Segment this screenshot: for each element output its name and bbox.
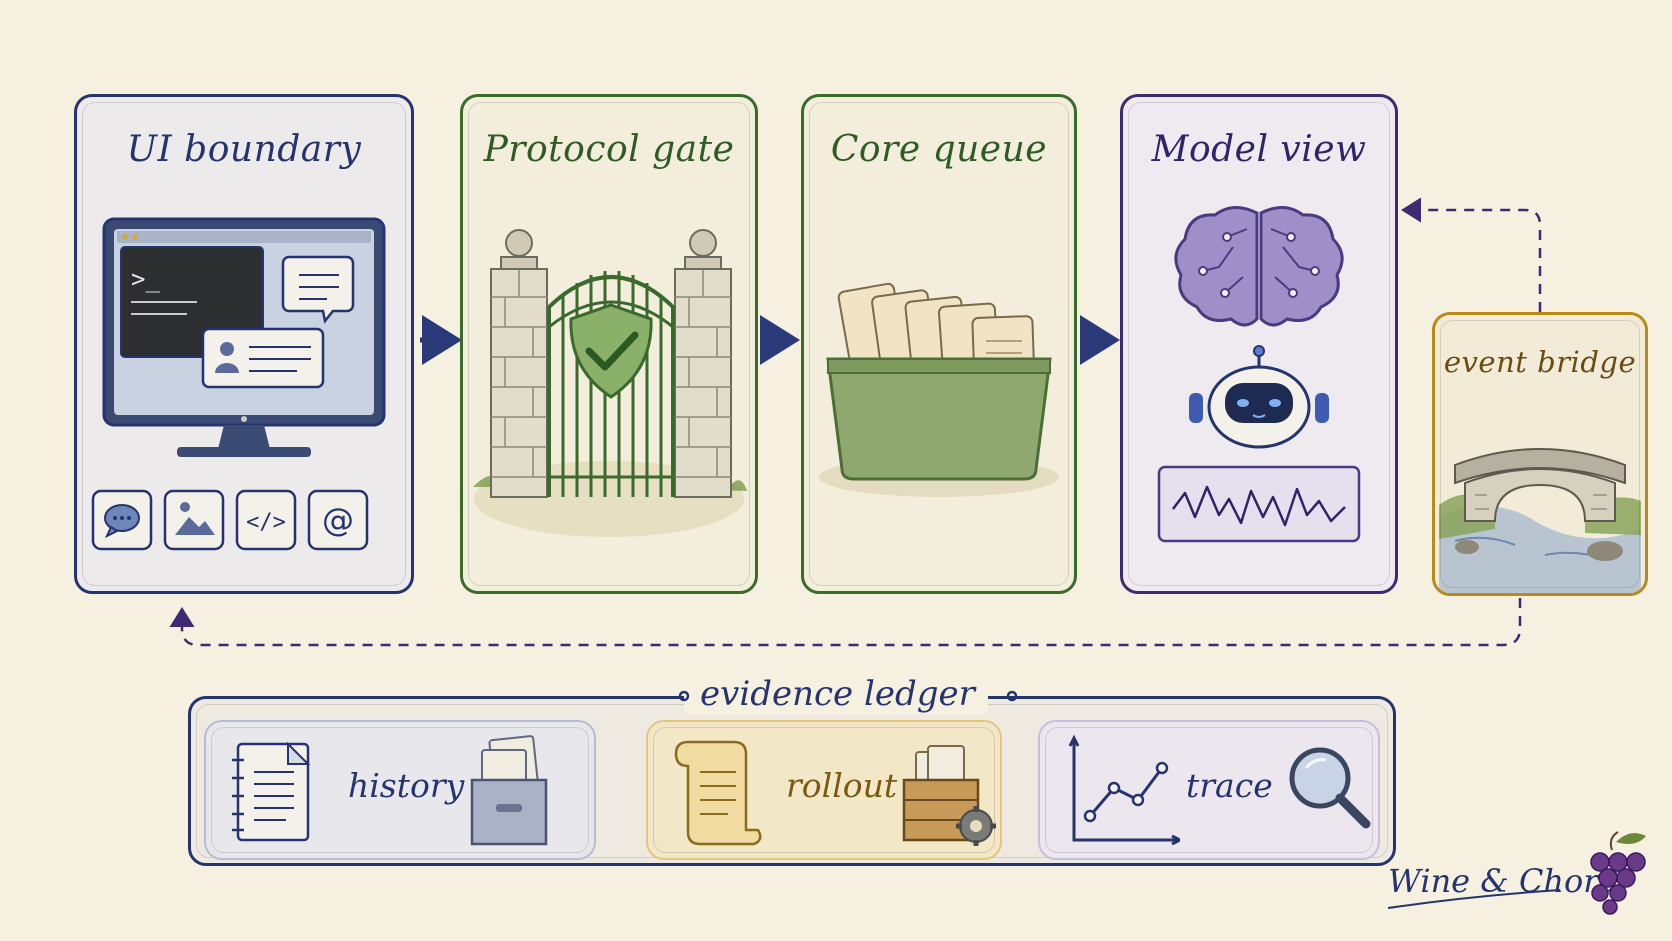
image-icon (163, 489, 225, 551)
core-queue-title: Core queue (830, 129, 1048, 170)
model-view-title: Model view (1151, 129, 1367, 170)
chat-icon (91, 489, 153, 551)
model-view-card: Model view (1120, 94, 1398, 594)
file-drawer-icon (470, 735, 548, 846)
line-chart-icon (1068, 734, 1180, 846)
brand-signature: Wine & Chord (1388, 862, 1620, 900)
brain-icon (1174, 206, 1344, 327)
code-icon: </> (235, 489, 297, 551)
ui-boundary-card: UI boundary >_ (74, 94, 414, 594)
gate-shield-icon (473, 229, 747, 537)
monitor-icon: >_ (102, 217, 386, 457)
svg-text:>_: >_ (131, 265, 160, 293)
svg-text:@: @ (322, 501, 354, 539)
robot-icon (1189, 345, 1329, 449)
ledger-item-trace: trace (1038, 720, 1380, 860)
core-queue-card: Core queue (801, 94, 1077, 594)
event-bridge-card: event bridge (1432, 312, 1648, 596)
dashed-arrow-bridge-to-ui (169, 598, 1522, 647)
at-sign-icon: @ (307, 489, 369, 551)
ledger-item-rollout: rollout (646, 720, 1002, 860)
event-bridge-title: event bridge (1443, 345, 1637, 379)
bridge-icon (1439, 448, 1641, 593)
waveform-icon (1157, 465, 1361, 543)
dashed-arrow-bridge-to-model (1401, 197, 1542, 312)
magnifier-icon (1289, 747, 1371, 829)
evidence-ledger-title: evidence ledger (700, 674, 975, 714)
notebook-icon (232, 741, 311, 842)
history-label: history (348, 766, 465, 805)
protocol-gate-card: Protocol gate (460, 94, 758, 594)
trace-label: trace (1186, 766, 1273, 805)
scroll-icon (674, 740, 762, 846)
crate-gear-icon (902, 745, 996, 846)
ui-boundary-title: UI boundary (126, 129, 362, 170)
queue-tray-icon (819, 282, 1059, 497)
protocol-gate-title: Protocol gate (483, 129, 735, 170)
svg-text:</>: </> (246, 510, 286, 535)
rollout-label: rollout (786, 766, 898, 805)
ledger-item-history: history (204, 720, 596, 860)
